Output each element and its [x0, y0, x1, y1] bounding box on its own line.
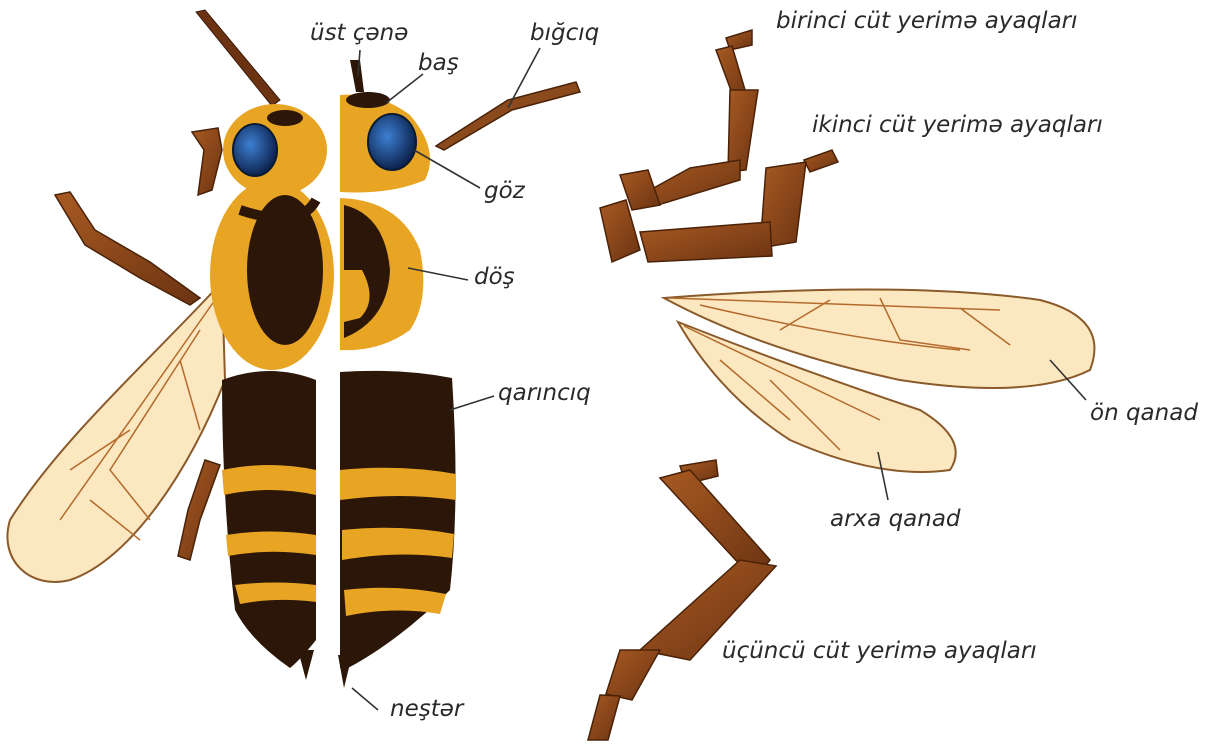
label-antenna: bığcıq [530, 22, 599, 45]
left-hind-leg [178, 460, 220, 560]
label-hindwing: arxa qanad [830, 508, 961, 531]
label-forewing: ön qanad [1090, 402, 1198, 425]
right-mandible [350, 60, 364, 92]
left-middle-leg [55, 192, 200, 305]
label-abdomen: qarıncıq [498, 382, 591, 405]
label-head: baş [418, 52, 459, 75]
third-walking-leg [588, 460, 776, 740]
left-thorax [210, 180, 334, 370]
left-front-leg [192, 128, 222, 195]
left-antenna [196, 10, 280, 106]
antenna-part [436, 82, 580, 150]
label-thorax: döş [474, 266, 515, 289]
label-second-legs: ikinci cüt yerimə ayaqları [812, 114, 1103, 137]
left-abdomen [222, 371, 316, 680]
label-mandible: üst çənə [310, 22, 408, 45]
label-third-legs: üçüncü cüt yerimə ayaqları [722, 640, 1037, 663]
right-thorax [340, 198, 423, 350]
label-sting: neştər [390, 698, 463, 721]
label-eye: göz [484, 180, 525, 203]
right-abdomen [338, 371, 456, 688]
first-walking-legs [620, 30, 758, 210]
label-first-legs: birinci cüt yerimə ayaqları [776, 10, 1078, 33]
